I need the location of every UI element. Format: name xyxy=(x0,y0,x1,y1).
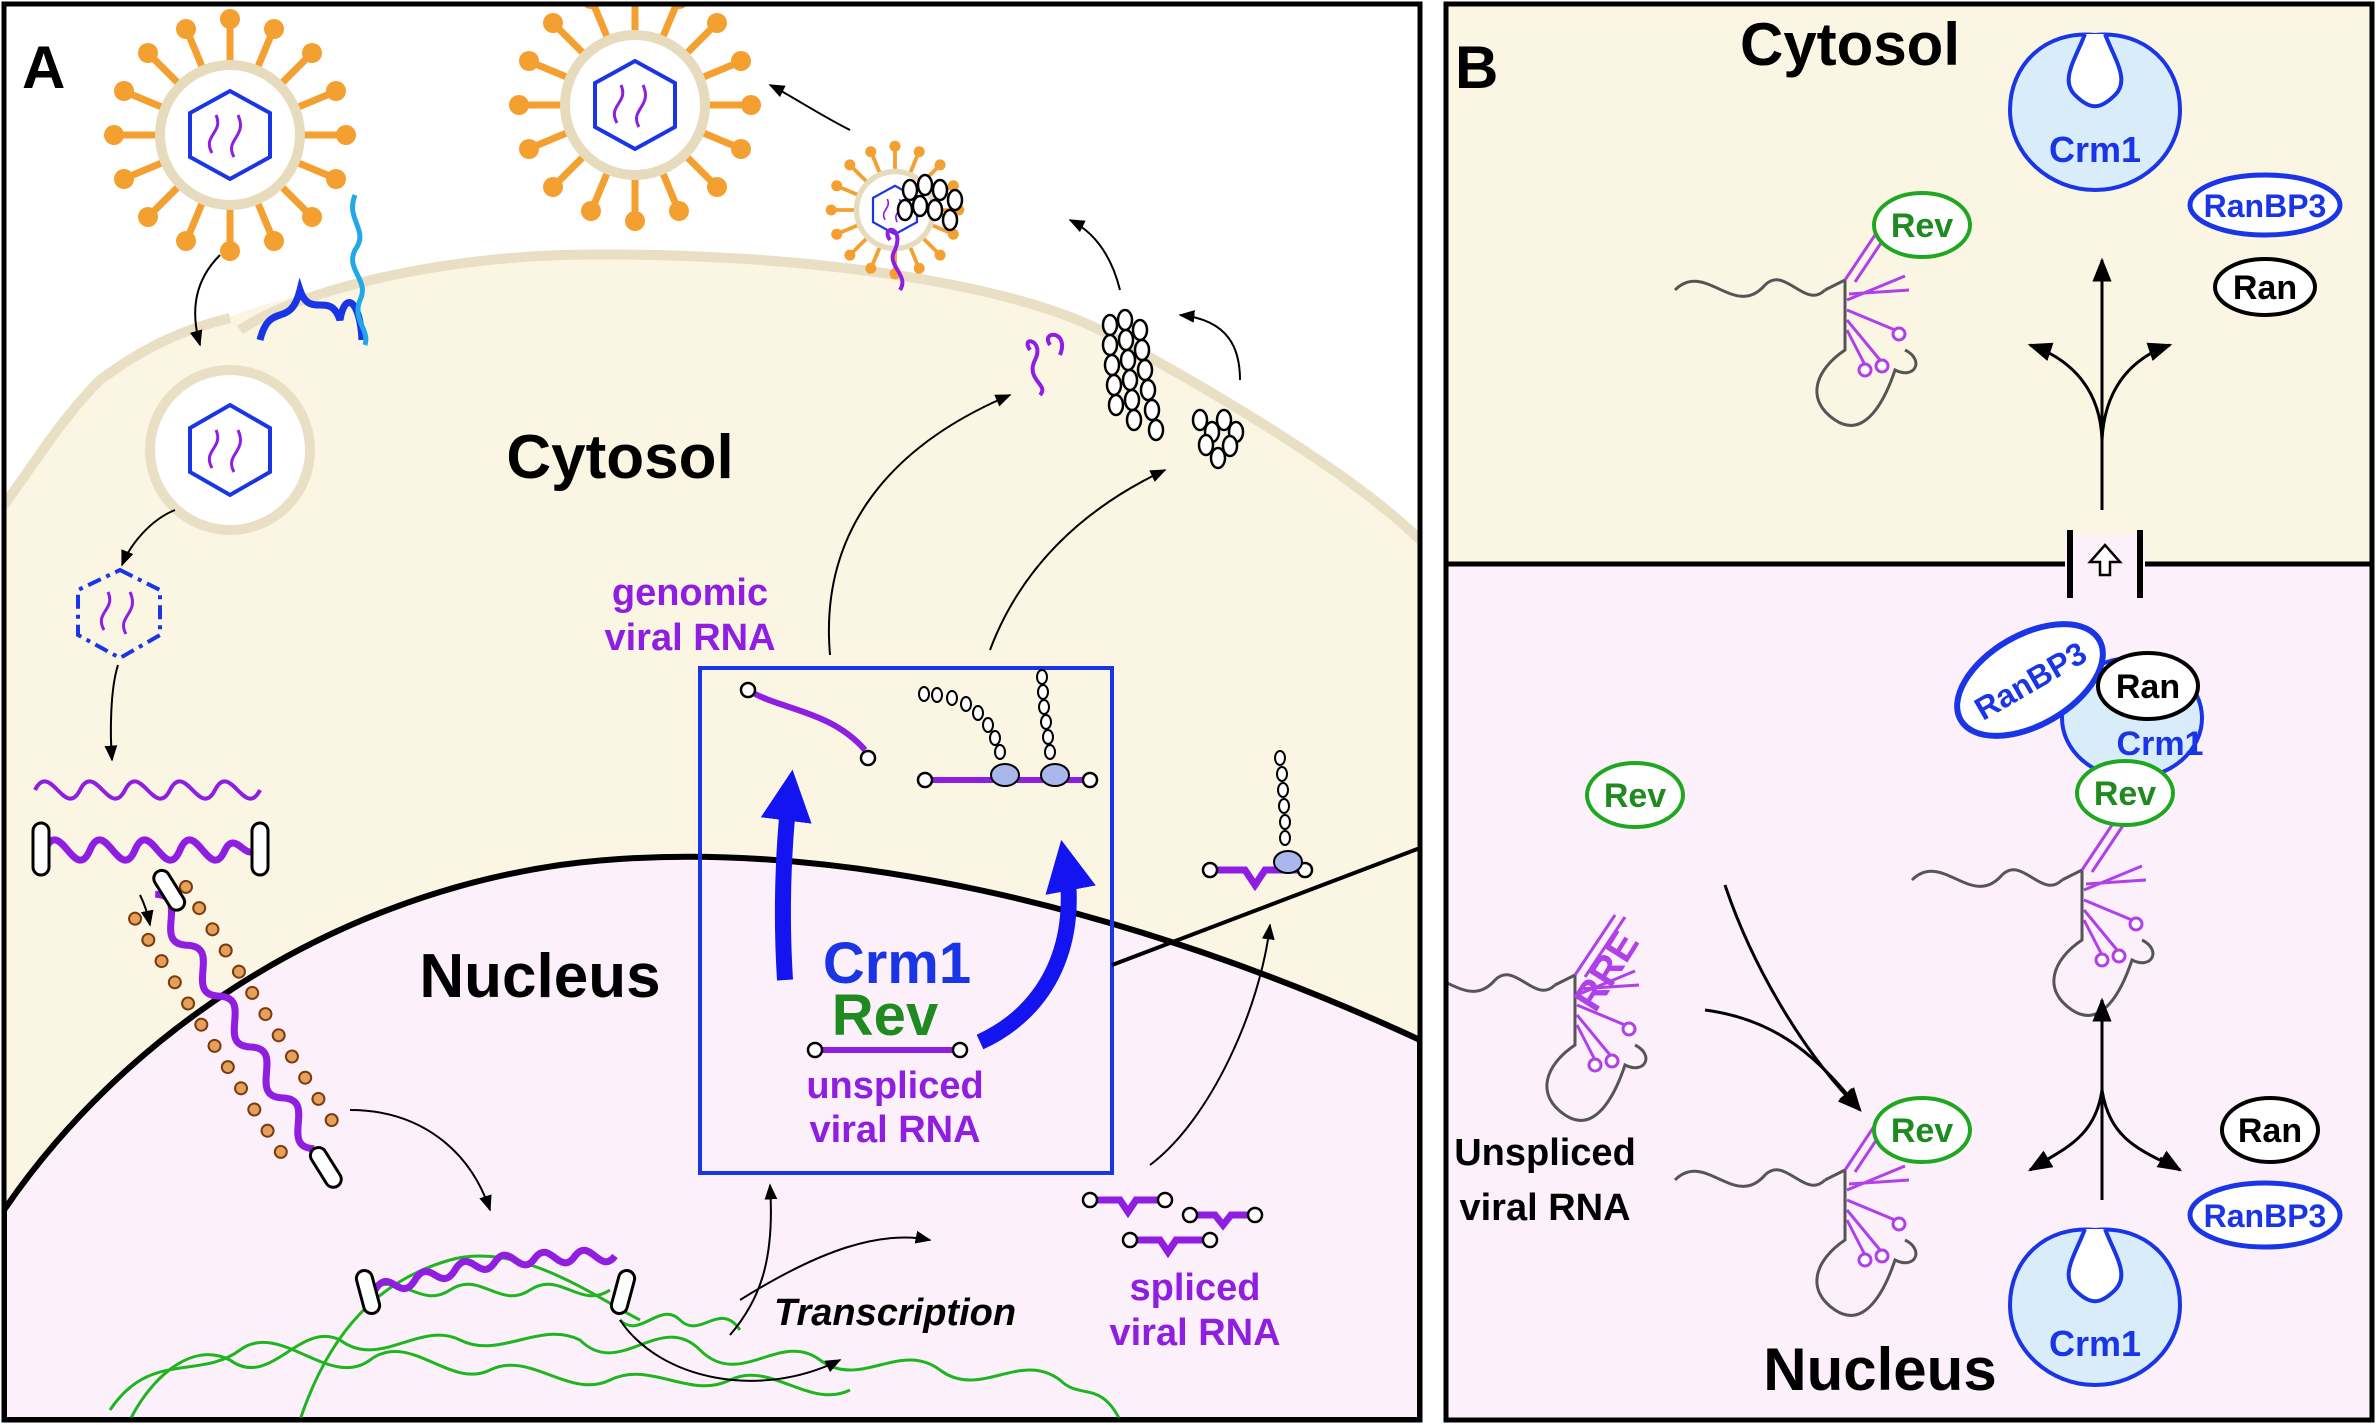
panel-b-nucleus xyxy=(1446,564,2372,1420)
panel-b: B Cytosol Nucleus Crm1 RanBP3 Ran Rev Re… xyxy=(1446,4,2372,1420)
spliced-rna-nuclear xyxy=(1081,1191,1264,1259)
rev-bound-label: Rev xyxy=(1891,1112,1953,1150)
virion-entry-icon xyxy=(104,9,356,261)
crm1-cytosol-label: Crm1 xyxy=(2049,129,2141,170)
gag-polyprotein-chains xyxy=(896,173,1245,470)
rev-export-complex-oval xyxy=(2075,759,2175,827)
translating-rna-in-box xyxy=(916,669,1099,789)
unspliced-b-line1: Unspliced xyxy=(1454,1132,1636,1174)
genomic-label-line1: genomic xyxy=(612,572,768,614)
unspliced-rna-in-box xyxy=(806,1041,969,1059)
chromatin xyxy=(128,1332,1122,1420)
ranbp3-nucleus-oval xyxy=(2187,1180,2343,1250)
preintegration-complex-icon xyxy=(128,868,343,1189)
unspliced-label-line1: unspliced xyxy=(806,1065,983,1107)
export-arrow-translation xyxy=(976,839,1096,1050)
genomic-rna-at-membrane xyxy=(1025,332,1064,397)
ran-nucleus-label: Ran xyxy=(2238,1112,2302,1150)
spliced-label-line2: viral RNA xyxy=(1109,1312,1280,1354)
rev-cytosol-oval xyxy=(1872,191,1972,259)
ran-cytosol-oval xyxy=(2213,257,2317,317)
unspliced-label-line2: viral RNA xyxy=(809,1109,980,1151)
cytosol-label-a: Cytosol xyxy=(506,423,733,492)
crm1-export-label: Crm1 xyxy=(2117,725,2204,763)
ranbp3-export-complex-oval xyxy=(1954,621,2106,739)
nucleus-label-a: Nucleus xyxy=(419,942,660,1011)
spliced-rna-exported xyxy=(1201,750,1314,892)
ranbp3-cytosol-oval xyxy=(2187,172,2343,238)
crm1-nucleus-label: Crm1 xyxy=(2049,1323,2141,1364)
ran-nucleus-oval xyxy=(2220,1096,2320,1164)
panel-a-border xyxy=(1,1,1423,1423)
receptor-icon xyxy=(256,277,366,341)
endosome xyxy=(145,365,315,535)
rev-cytosol-label: Rev xyxy=(1891,207,1953,245)
nucleus-label-b: Nucleus xyxy=(1763,1336,1996,1403)
panel-a-letter: A xyxy=(22,34,65,101)
viral-dna-duplex xyxy=(41,836,258,864)
rev-free-oval xyxy=(1585,761,1685,829)
ran-export-label: Ran xyxy=(2116,668,2180,706)
ran-export-complex-oval xyxy=(2096,651,2200,721)
panel-a: A Cytosol Nucleus genomic viral RNA Crm1… xyxy=(4,4,1420,1420)
capsid-in-endosome-icon xyxy=(188,402,272,498)
export-inset-box xyxy=(698,666,1114,1175)
unspliced-b-line2: viral RNA xyxy=(1459,1187,1630,1229)
cytosol-label-b: Cytosol xyxy=(1740,11,1960,78)
viral-rna-strand xyxy=(33,779,262,801)
lifecycle-arrows xyxy=(104,84,1275,1382)
spliced-label-line1: spliced xyxy=(1130,1267,1261,1309)
budding-virion-icon xyxy=(826,141,965,280)
plasma-membrane-left xyxy=(4,313,232,508)
rev-bound-oval xyxy=(1872,1096,1972,1164)
dissociation-arrows xyxy=(2027,257,2173,510)
inset-connector-line xyxy=(1111,846,1420,967)
plasma-membrane-right xyxy=(237,249,1420,544)
panel-b-border xyxy=(1443,1,2375,1423)
rev-export-label: Rev xyxy=(2094,775,2156,813)
integrated-provirus xyxy=(372,1246,618,1293)
ran-cytosol-label: Ran xyxy=(2233,269,2297,307)
genomic-rna-in-box xyxy=(739,681,877,767)
rev-free-label: Rev xyxy=(1604,777,1666,815)
genomic-label-line2: viral RNA xyxy=(604,617,775,659)
rev-label-a: Rev xyxy=(832,983,938,1048)
panel-b-letter: B xyxy=(1455,34,1498,101)
transcription-label: Transcription xyxy=(774,1292,1016,1334)
extracellular-space xyxy=(4,4,1420,540)
ranbp3-nucleus-label: RanBP3 xyxy=(2204,1198,2327,1234)
ranbp3-cytosol-label: RanBP3 xyxy=(2204,188,2327,224)
export-arrow-genomic xyxy=(760,769,812,981)
crm1-label-a: Crm1 xyxy=(823,931,971,996)
coreceptor-icon xyxy=(350,194,369,346)
nuclear-pore-up-arrow-icon xyxy=(2087,543,2123,577)
